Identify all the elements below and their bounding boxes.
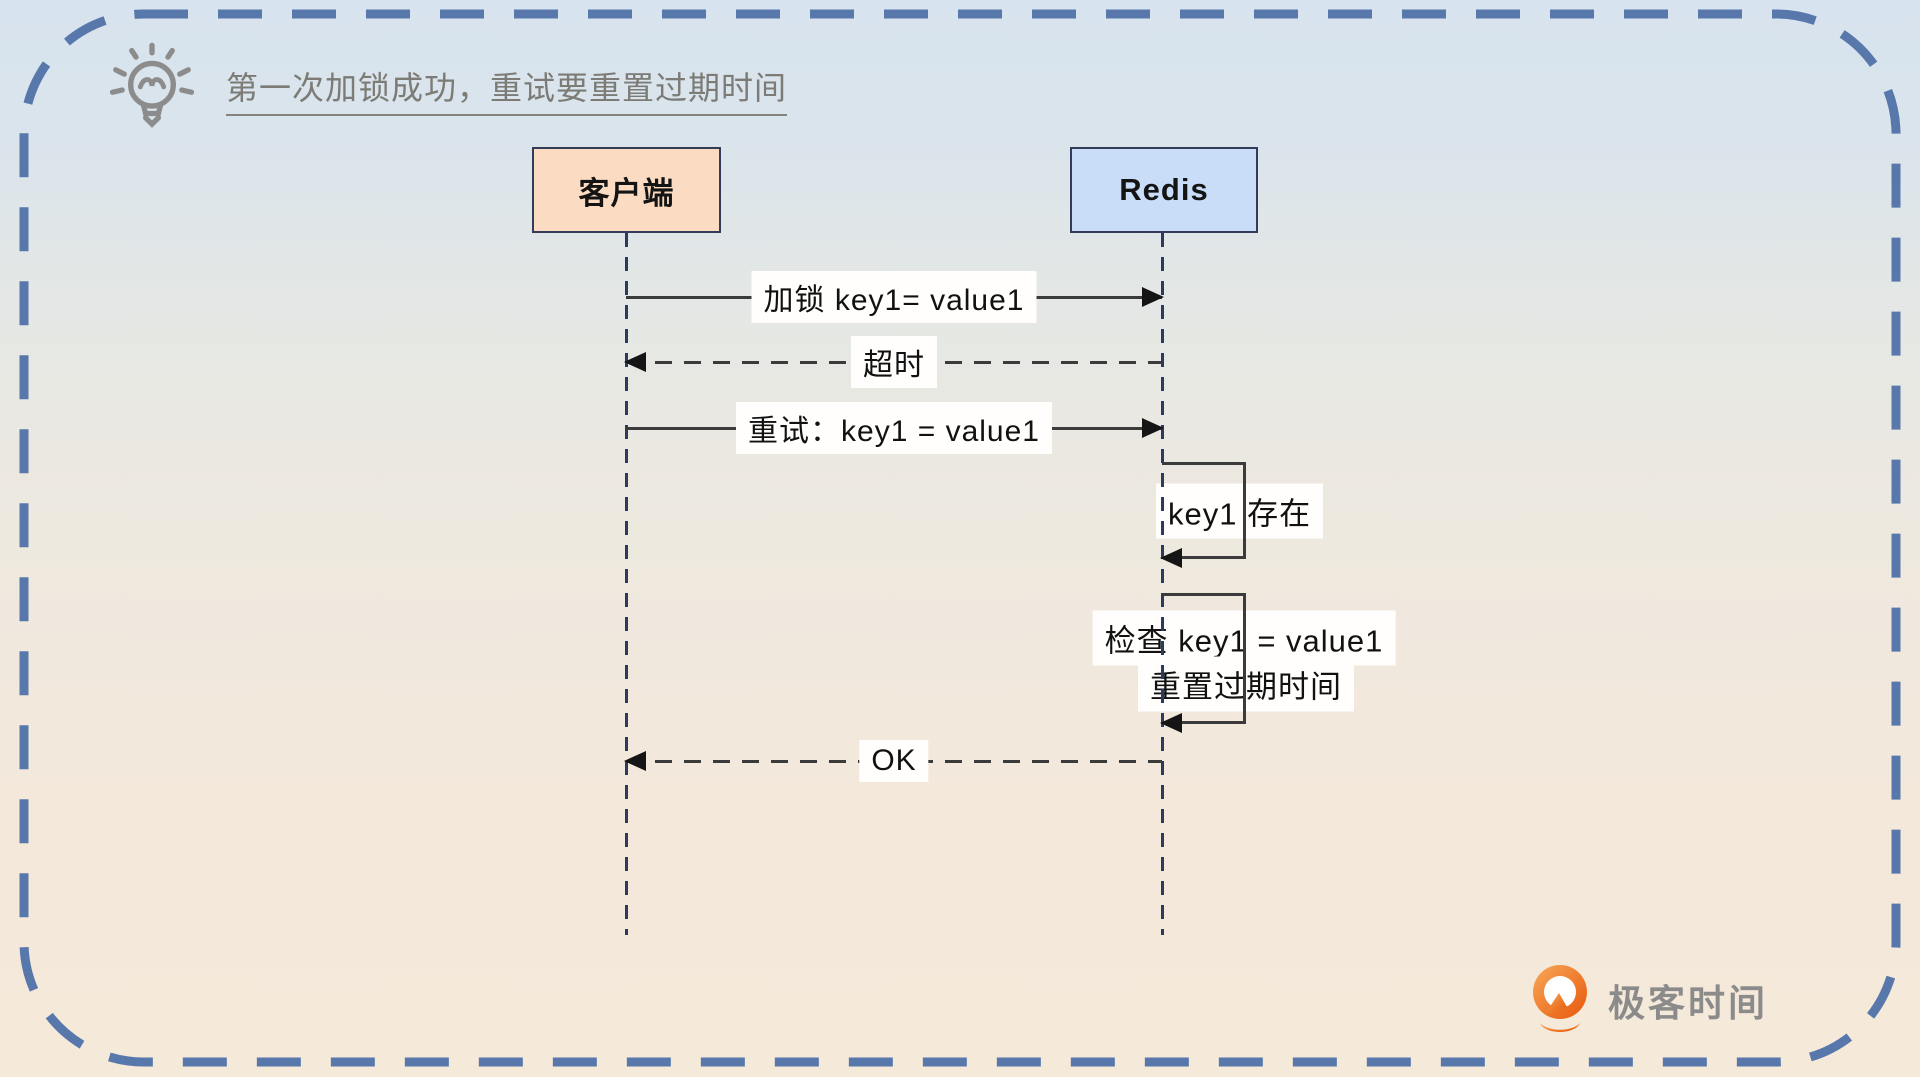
lightbulb-icon (109, 42, 195, 128)
message-label: 超时 (851, 336, 937, 388)
lifeline-client (625, 233, 628, 935)
message-label: OK (859, 740, 929, 782)
watermark: 极客时间 (1528, 962, 1768, 1038)
self-loop-check-and-reset (1160, 593, 1246, 733)
arrowhead-left-icon (1160, 548, 1182, 568)
arrowhead-left-icon (624, 352, 646, 372)
note-title: 第一次加锁成功，重试要重置过期时间 (226, 63, 788, 116)
brand-text: 极客时间 (1608, 983, 1768, 1024)
actor-box-redis: Redis (1070, 147, 1258, 233)
arrowhead-right-icon (1142, 418, 1164, 438)
arrowhead-right-icon (1142, 287, 1164, 307)
self-loop-key1-exists (1160, 462, 1246, 568)
arrowhead-left-icon (624, 751, 646, 771)
self-message-label-key1-exists: key1 存在 (1156, 483, 1324, 539)
header-note: 第一次加锁成功，重试要重置过期时间 (96, 40, 788, 138)
actor-label-redis: Redis (1119, 172, 1209, 207)
message-label: 加锁 key1= value1 (751, 271, 1037, 323)
actor-box-client: 客户端 (532, 147, 721, 233)
lifeline-redis (1161, 233, 1164, 935)
message-label: 重试：key1 = value1 (736, 402, 1052, 454)
arrowhead-left-icon (1160, 713, 1182, 733)
actor-label-client: 客户端 (578, 175, 675, 211)
geektime-logo-icon (1533, 965, 1587, 1032)
